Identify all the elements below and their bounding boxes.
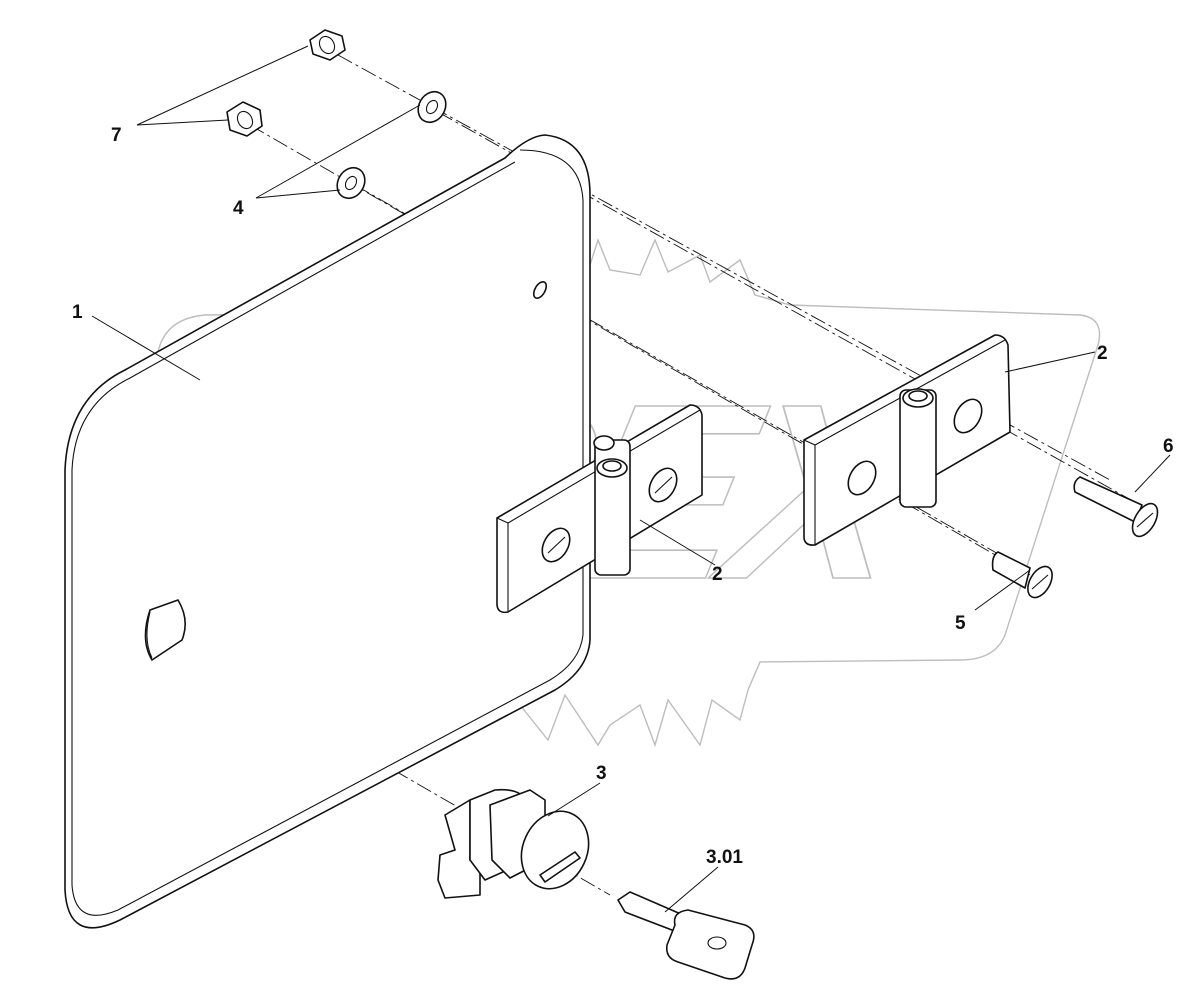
panel-part-1 bbox=[64, 134, 591, 929]
callout-lock: 3 bbox=[596, 763, 607, 784]
screw-part-6 bbox=[1073, 476, 1159, 538]
watermark-gear-outline bbox=[69, 237, 1101, 748]
callout-labels: 1 2 2 3 3.01 4 5 6 7 bbox=[72, 125, 1174, 868]
cam-lock-part-3 bbox=[437, 788, 590, 899]
nut-part-7-lower bbox=[226, 101, 263, 137]
washer-part-4-upper bbox=[417, 90, 447, 124]
callout-hinge-rear: 2 bbox=[1097, 343, 1108, 364]
callout-nuts: 7 bbox=[111, 125, 122, 146]
hinge-part-2-front bbox=[496, 404, 703, 614]
washer-part-4-lower bbox=[336, 166, 366, 200]
leader-lines bbox=[91, 45, 1171, 913]
callout-hinge-front: 2 bbox=[712, 564, 723, 585]
callout-short-screw: 5 bbox=[955, 613, 966, 634]
callout-washers: 4 bbox=[233, 198, 244, 219]
screw-part-5 bbox=[991, 551, 1053, 599]
hinge-part-2-rear bbox=[803, 334, 1011, 546]
callout-long-screw: 6 bbox=[1163, 436, 1174, 457]
key-part-3-01 bbox=[617, 891, 755, 980]
callout-key: 3.01 bbox=[706, 847, 743, 868]
nut-part-7-upper bbox=[309, 29, 346, 61]
callout-panel: 1 bbox=[72, 302, 83, 323]
